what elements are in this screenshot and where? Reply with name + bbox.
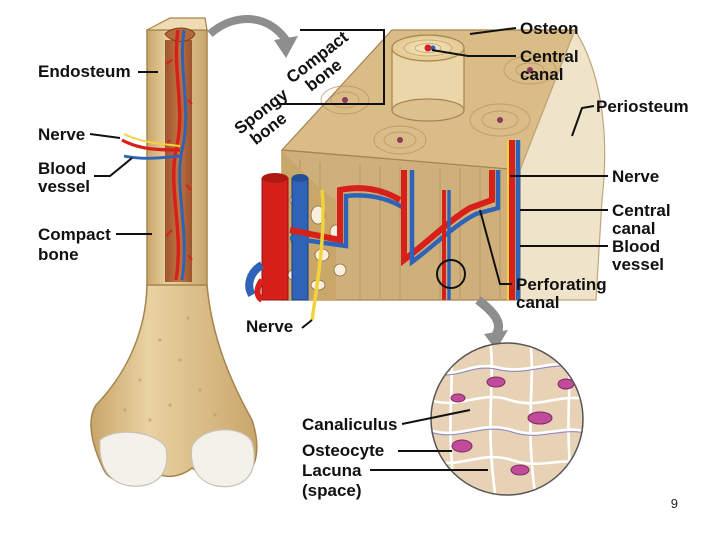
label-canaliculus: Canaliculus bbox=[302, 415, 397, 434]
label-nerve-right: Nerve bbox=[612, 167, 659, 186]
label-osteocyte: Osteocyte bbox=[302, 441, 384, 460]
label-periosteum: Periosteum bbox=[596, 97, 689, 116]
label-central-canal-top-2: canal bbox=[520, 65, 563, 84]
label-lacuna-1: Lacuna bbox=[302, 461, 362, 480]
label-osteon: Osteon bbox=[520, 19, 579, 38]
label-nerve-left: Nerve bbox=[38, 125, 85, 144]
zoom-marker bbox=[436, 259, 466, 289]
long-bone bbox=[90, 17, 258, 488]
zoom-arrow-bottom-head bbox=[484, 330, 508, 350]
zoom-arrow-top bbox=[207, 15, 290, 43]
page-number: 9 bbox=[670, 496, 678, 511]
label-blood-vessel-right-2: vessel bbox=[612, 255, 664, 274]
label-blood-vessel-right-1: Blood bbox=[612, 237, 660, 256]
label-perforating-canal-2: canal bbox=[516, 293, 559, 312]
label-blood-vessel-left-1: Blood bbox=[38, 159, 86, 178]
compact-bone-block bbox=[245, 28, 606, 321]
osteocyte-micro-view bbox=[430, 342, 584, 496]
label-endosteum: Endosteum bbox=[38, 62, 131, 81]
label-compact-bone-left-2: bone bbox=[38, 245, 79, 264]
label-lacuna-2: (space) bbox=[302, 481, 362, 500]
label-perforating-canal-1: Perforating bbox=[516, 275, 607, 294]
zoom-arrow-top-head bbox=[274, 36, 298, 58]
label-central-canal-right-2: canal bbox=[612, 219, 655, 238]
label-nerve-bottom: Nerve bbox=[246, 317, 293, 336]
label-blood-vessel-left-2: vessel bbox=[38, 177, 90, 196]
label-compact-bone-left-1: Compact bbox=[38, 225, 111, 244]
leader-lines bbox=[89, 27, 608, 471]
zoom-arrow-bottom bbox=[475, 296, 504, 338]
label-central-canal-top-1: Central bbox=[520, 47, 579, 66]
label-central-canal-right-1: Central bbox=[612, 201, 671, 220]
